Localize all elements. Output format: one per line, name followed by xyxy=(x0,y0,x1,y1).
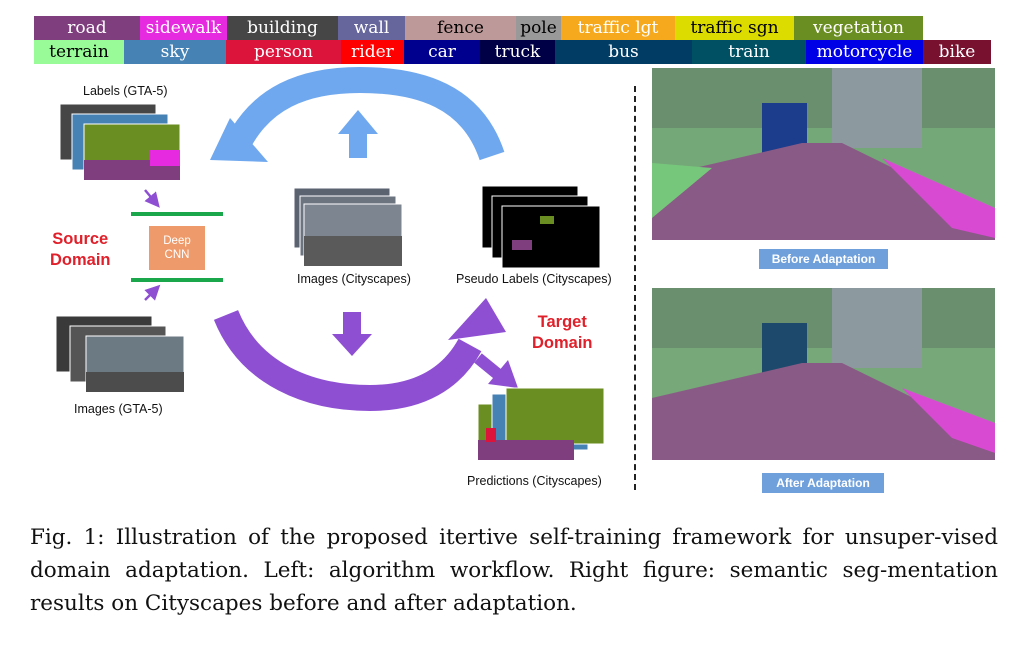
images-to-cnn-arrow xyxy=(144,284,161,301)
legend-terrain: terrain xyxy=(34,40,124,64)
legend-person: person xyxy=(226,40,341,64)
legend-bike: bike xyxy=(923,40,991,64)
source-domain-label: Source Domain xyxy=(50,229,111,271)
legend-building: building xyxy=(227,16,338,40)
cnn-bottom-bar xyxy=(131,278,223,282)
source-domain-line1: Source xyxy=(52,230,109,248)
figure-caption: Fig. 1: Illustration of the proposed ite… xyxy=(30,525,998,616)
predictions-caption: Predictions (Cityscapes) xyxy=(467,474,602,488)
up-arrow xyxy=(338,110,378,158)
images-cityscapes-stack xyxy=(293,187,403,267)
source-domain-line2: Domain xyxy=(50,251,111,269)
pseudo-labels-stack xyxy=(481,185,601,269)
legend-train: train xyxy=(692,40,806,64)
dashed-divider xyxy=(634,86,636,490)
cnn-line1: Deep xyxy=(163,235,191,247)
images-gta-stack xyxy=(55,315,185,393)
target-domain-line2: Domain xyxy=(532,334,593,352)
legend-bus: bus xyxy=(555,40,692,64)
labels-gta-stack xyxy=(59,103,181,181)
deep-cnn-box: Deep CNN xyxy=(149,226,205,270)
target-domain-label: Target Domain xyxy=(532,312,593,354)
legend-vegetation: vegetation xyxy=(794,16,923,40)
images-gta-caption: Images (GTA-5) xyxy=(74,402,163,416)
top-arrow-head xyxy=(210,118,268,162)
labels-gta-caption: Labels (GTA-5) xyxy=(83,84,168,98)
images-cityscapes-caption: Images (Cityscapes) xyxy=(297,272,411,286)
top-curved-arrow xyxy=(210,66,505,162)
cnn-top-bar xyxy=(131,212,223,216)
legend-car: car xyxy=(404,40,480,64)
workflow-diagram xyxy=(55,66,605,461)
legend-sky: sky xyxy=(124,40,226,64)
before-adaptation-image xyxy=(652,68,995,240)
pseudo-labels-caption: Pseudo Labels (Cityscapes) xyxy=(456,272,612,286)
legend-motorcycle: motorcycle xyxy=(806,40,923,64)
before-adaptation-badge: Before Adaptation xyxy=(759,249,888,269)
bottom-curved-arrow xyxy=(213,298,506,412)
down-arrow xyxy=(332,312,372,356)
predictions-stack xyxy=(477,387,605,461)
labels-to-cnn-arrow xyxy=(144,189,160,208)
bottom-arrow-head xyxy=(448,298,506,340)
predictions-arrow xyxy=(474,353,518,388)
legend-wall: wall xyxy=(338,16,405,40)
after-adaptation-badge: After Adaptation xyxy=(762,473,884,493)
legend-traffic-sgn: traffic sgn xyxy=(675,16,794,40)
legend-rider: rider xyxy=(341,40,404,64)
legend-road: road xyxy=(34,16,140,40)
target-domain-line1: Target xyxy=(537,313,587,331)
legend-pole: pole xyxy=(516,16,561,40)
legend-truck: truck xyxy=(480,40,555,64)
legend-sidewalk: sidewalk xyxy=(140,16,227,40)
legend-traffic-lgt: traffic lgt xyxy=(561,16,675,40)
legend-fence: fence xyxy=(405,16,516,40)
after-adaptation-image xyxy=(652,288,995,460)
cnn-line2: CNN xyxy=(164,249,190,261)
